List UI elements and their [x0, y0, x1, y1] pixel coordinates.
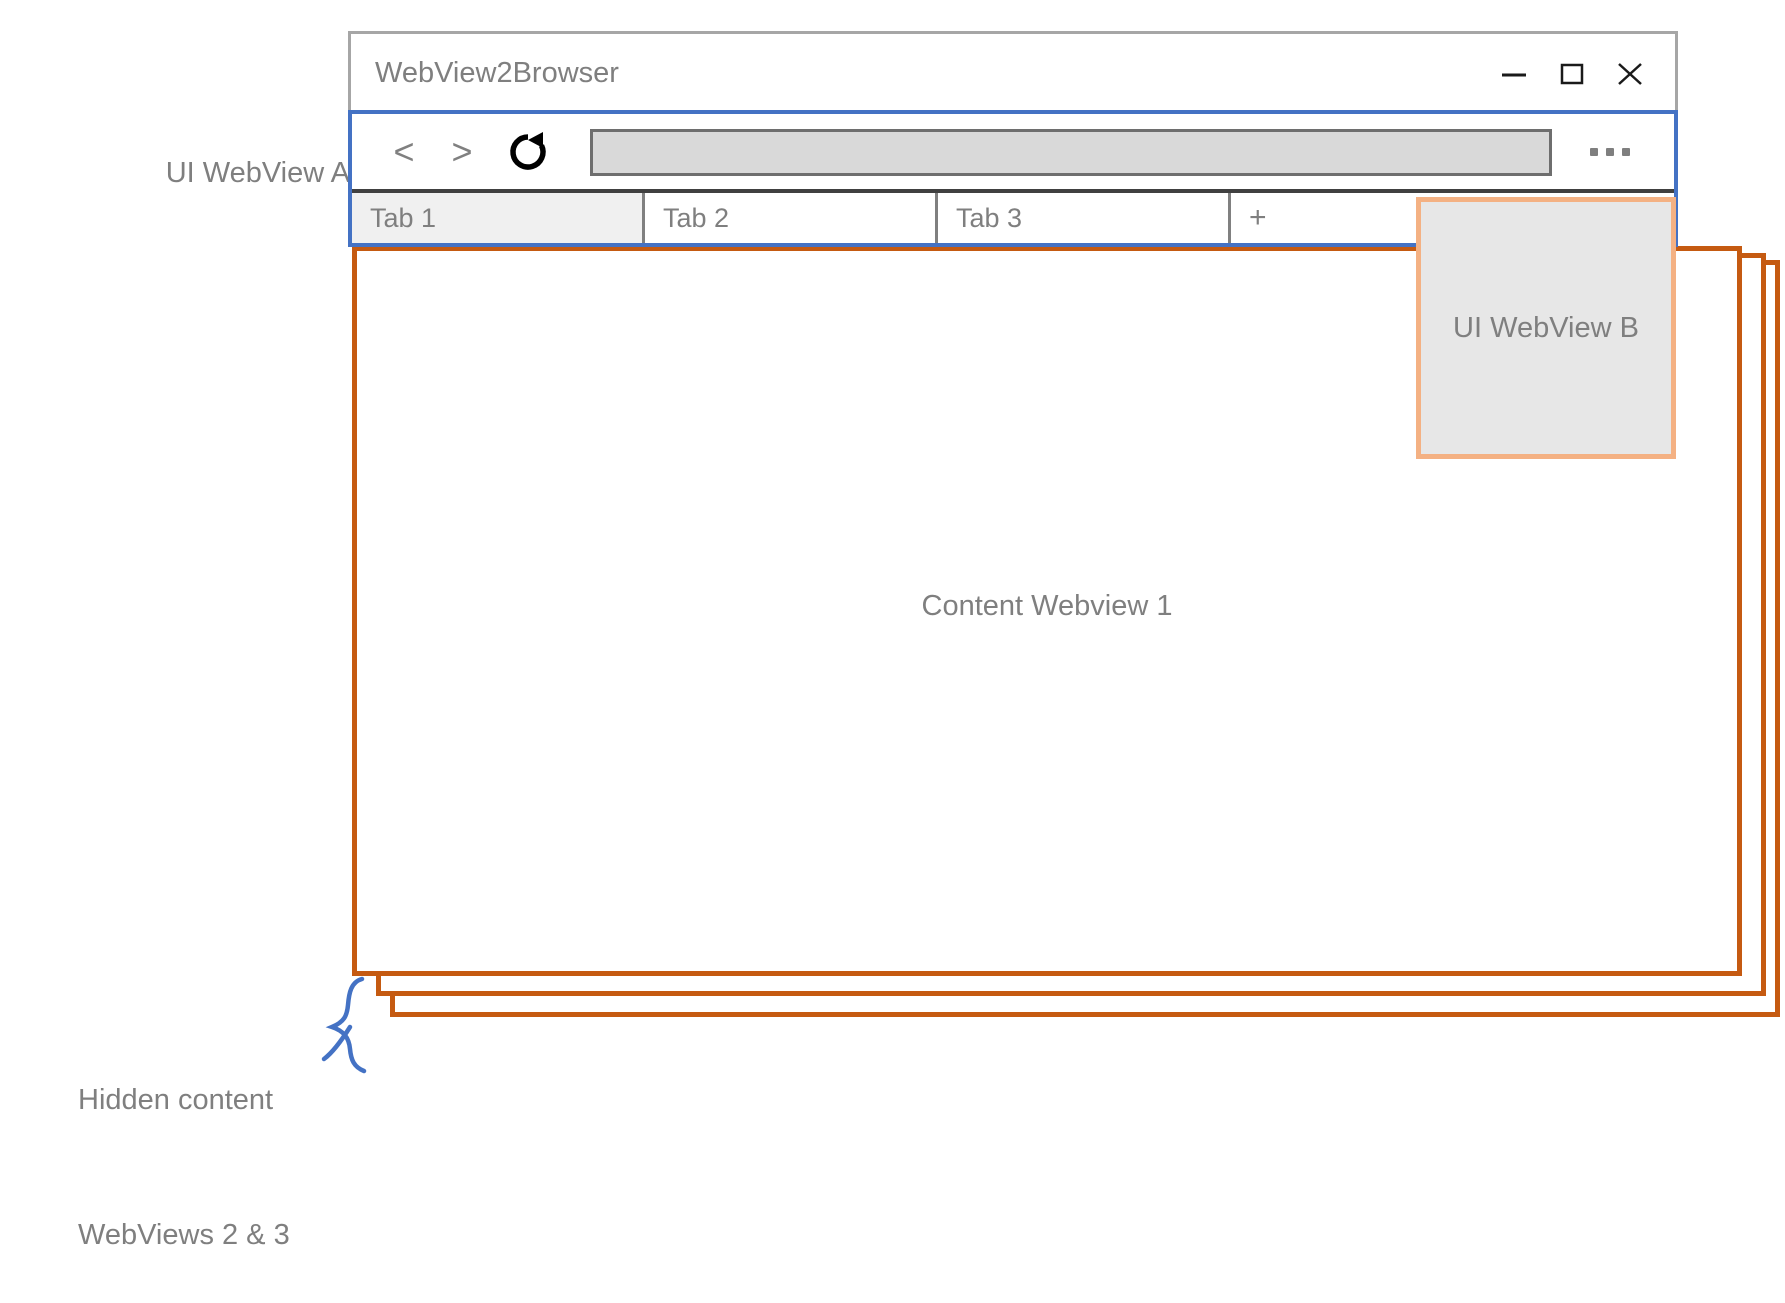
- browser-window: WebView2Browser <: [348, 31, 1678, 247]
- ui-webview-a-annotation-label: UI WebView A: [165, 157, 350, 189]
- window-controls: [1499, 59, 1645, 89]
- hidden-content-line-2: WebViews 2 & 3: [78, 1219, 290, 1251]
- hidden-content-line-1: Hidden content: [78, 1084, 274, 1116]
- title-bar: WebView2Browser: [348, 31, 1678, 113]
- close-icon[interactable]: [1615, 59, 1645, 89]
- forward-icon[interactable]: >: [451, 131, 473, 172]
- ui-webview-b-label: UI WebView B: [1453, 311, 1639, 344]
- hidden-content-annotation: Hidden content WebViews 2 & 3: [78, 988, 328, 1303]
- tab-1[interactable]: Tab 1: [352, 193, 645, 243]
- curly-brace-icon: [321, 976, 367, 1074]
- minimize-icon[interactable]: [1499, 59, 1529, 89]
- address-input[interactable]: [590, 128, 1552, 176]
- tab-2[interactable]: Tab 2: [645, 193, 938, 243]
- maximize-icon[interactable]: [1557, 59, 1587, 89]
- tab-3[interactable]: Tab 3: [938, 193, 1231, 243]
- reload-icon[interactable]: [502, 127, 554, 177]
- ui-webview-b: UI WebView B: [1416, 197, 1676, 459]
- content-webview-1-label: Content Webview 1: [921, 589, 1173, 622]
- browser-toolbar: < >: [352, 114, 1674, 190]
- ellipsis-icon[interactable]: [1590, 148, 1630, 156]
- back-icon[interactable]: <: [393, 131, 415, 172]
- page-title: WebView2Browser: [375, 57, 619, 89]
